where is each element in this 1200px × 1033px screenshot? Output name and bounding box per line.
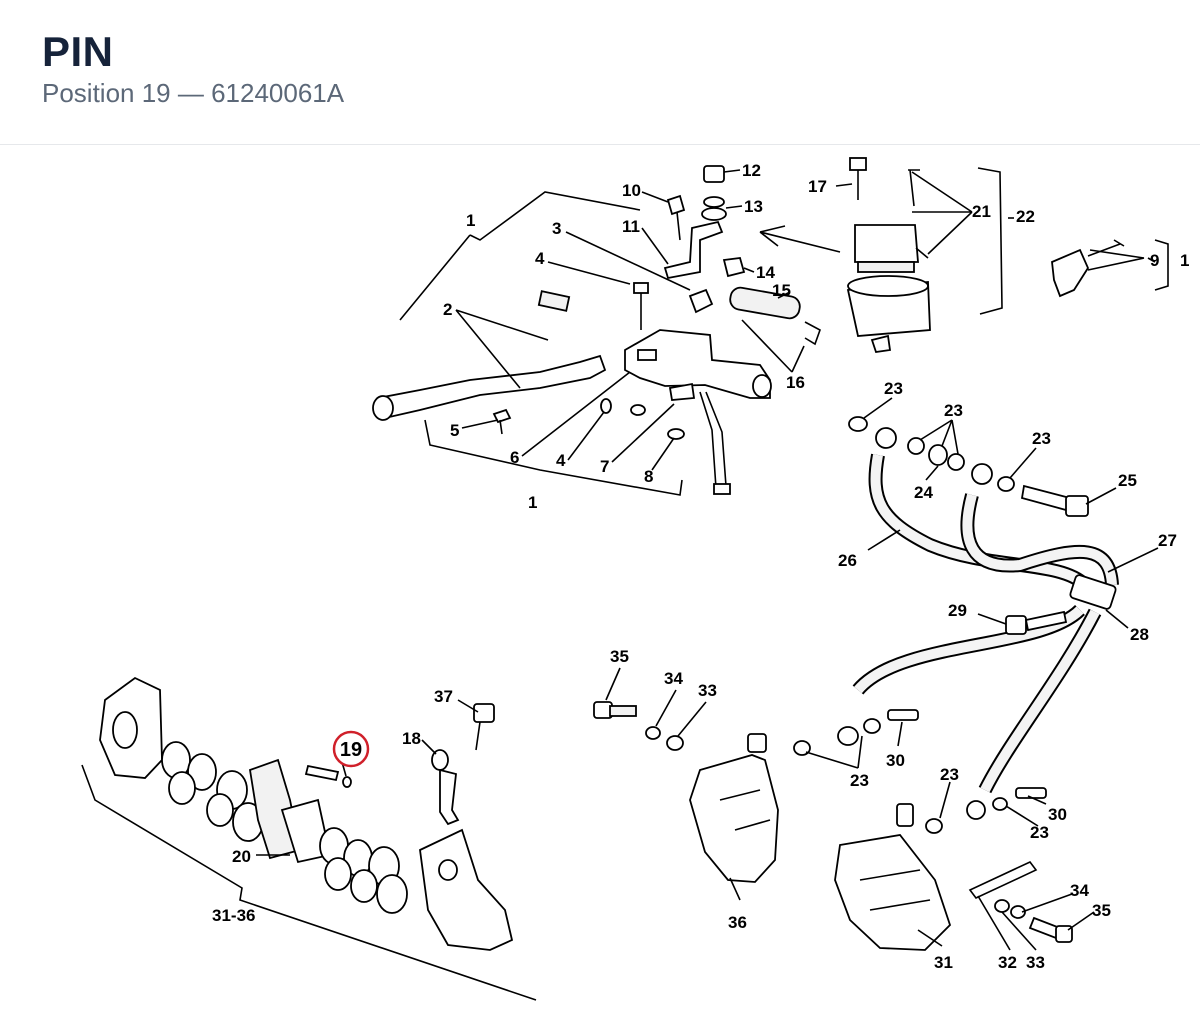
label-31: 31 [934,953,953,972]
label-37: 37 [434,687,453,706]
label-23: 23 [944,401,963,420]
label-23: 23 [1030,823,1049,842]
label-14: 14 [756,263,775,282]
label-1: 1 [466,211,475,230]
label-23: 23 [884,379,903,398]
master-cylinder-group [372,157,1169,496]
exploded-parts-diagram: 1 1 1 2 3 4 4 5 6 7 8 9 10 11 12 13 14 1… [0,146,1200,1028]
label-27: 27 [1158,531,1177,550]
label-16: 16 [786,373,805,392]
fluid-reservoir [854,224,919,263]
piston-set-left [161,741,264,842]
label-13: 13 [744,197,763,216]
label-9: 9 [1150,251,1159,270]
caliper-group-left [81,676,537,1001]
label-31-36: 31-36 [212,906,255,925]
label-5: 5 [450,421,459,440]
label-35: 35 [1092,901,1111,920]
label-6: 6 [510,448,519,467]
label-4: 4 [535,249,545,268]
label-23: 23 [850,771,869,790]
label-15: 15 [772,281,791,300]
label-12: 12 [742,161,761,180]
highlight-ring [332,730,370,768]
label-24: 24 [914,483,933,502]
label-7: 7 [600,457,609,476]
label-28: 28 [1130,625,1149,644]
master-cylinder-body [624,329,771,399]
label-32: 32 [998,953,1017,972]
label-34: 34 [664,669,683,688]
caliper-group-right [593,701,1073,951]
label-17: 17 [808,177,827,196]
label-20: 20 [232,847,251,866]
label-18: 18 [402,729,421,748]
label-33: 33 [1026,953,1045,972]
label-23: 23 [1032,429,1051,448]
highlight-callout-19[interactable]: 19 [332,730,370,768]
label-26: 26 [838,551,857,570]
label-29: 29 [948,601,967,620]
label-3: 3 [552,219,561,238]
label-21: 21 [972,202,991,221]
brake-lever [376,354,607,420]
label-2: 2 [443,300,452,319]
label-11: 11 [622,217,640,236]
label-30: 30 [886,751,905,770]
label-22: 22 [1016,207,1035,226]
label-1: 1 [1180,251,1189,270]
label-10: 10 [622,181,641,200]
caliper-36 [689,754,779,883]
part-subtitle: Position 19 — 61240061A [42,78,345,108]
caliper-31 [834,834,952,951]
caliper-half-inner [419,828,514,951]
label-8: 8 [644,467,653,486]
page-title: PIN [42,28,114,75]
brake-hose-group [793,416,1119,834]
pin-part-19 [304,764,340,782]
label-34: 34 [1070,881,1089,900]
label-1: 1 [528,493,537,512]
label-19: 19 [340,739,362,761]
label-35: 35 [610,647,629,666]
label-25: 25 [1118,471,1137,490]
leader-lines [256,169,1159,951]
label-33: 33 [698,681,717,700]
callout-labels: 1 1 1 2 3 4 4 5 6 7 8 9 10 11 12 13 14 1… [212,161,1189,972]
pin-clip [342,776,352,788]
label-30: 30 [1048,805,1067,824]
label-36: 36 [728,913,747,932]
label-23: 23 [940,765,959,784]
page-header: PIN Position 19 — 61240061A [0,0,1200,145]
piston-set-right [319,827,408,914]
label-4: 4 [556,451,566,470]
